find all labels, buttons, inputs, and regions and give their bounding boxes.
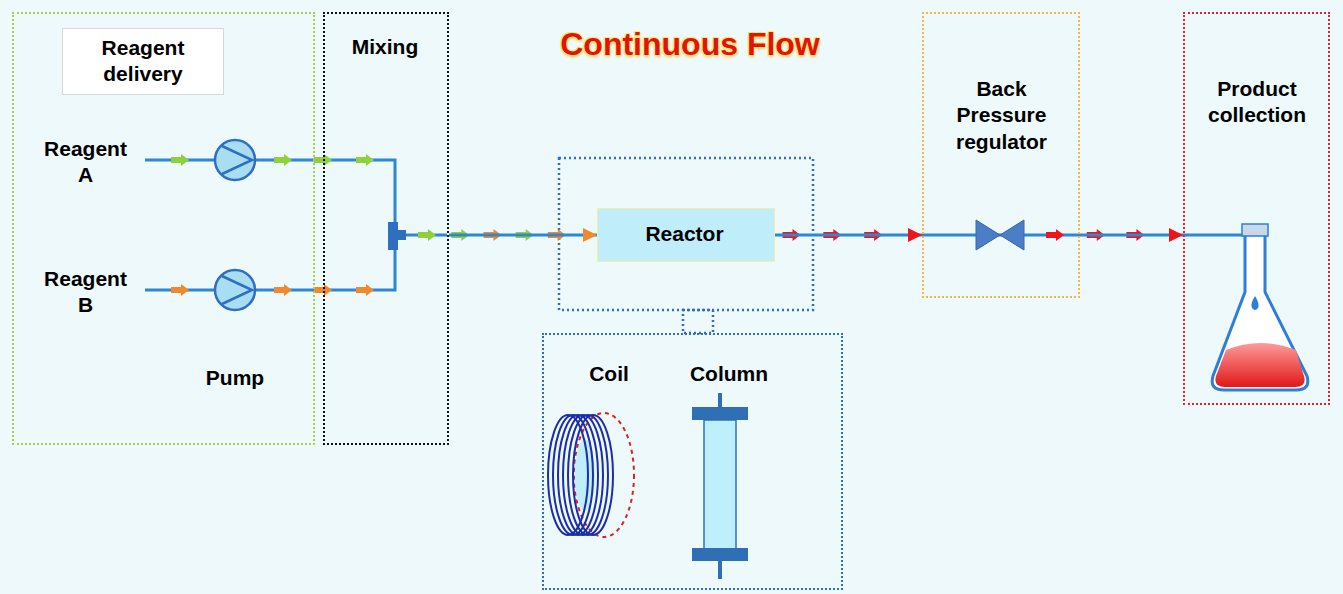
pump-symbol xyxy=(215,270,255,310)
flow-arrow xyxy=(356,154,374,166)
flow-arrow xyxy=(1046,229,1064,241)
pump-label: Pump xyxy=(185,365,285,391)
process-box: Reactor xyxy=(597,208,775,262)
column-illustration xyxy=(692,393,748,579)
diagram-title: Continuous Flow xyxy=(560,26,820,63)
flow-arrow xyxy=(274,284,292,296)
flow-arrow xyxy=(171,154,189,166)
pump-symbol xyxy=(215,140,255,180)
node-text: Product collection xyxy=(1197,76,1317,129)
flow-arrow xyxy=(418,229,436,241)
t-mixer-stub xyxy=(398,230,406,240)
group-box: Product collection xyxy=(1183,12,1330,405)
flask-illustration xyxy=(1212,224,1308,390)
group-box: Mixing xyxy=(323,12,449,445)
coil-illustration xyxy=(548,413,634,537)
reagent-a-line xyxy=(145,160,395,235)
node-text: Reactor xyxy=(598,221,771,247)
group-box: Coil Column xyxy=(542,333,843,590)
reagent-b-line xyxy=(145,235,395,290)
flow-line xyxy=(1080,234,1183,237)
node-text: Column xyxy=(684,361,774,387)
flow-arrow xyxy=(356,284,374,296)
reactor-frame xyxy=(559,158,813,310)
node-text: Coil xyxy=(574,361,644,387)
flow-arrow xyxy=(171,284,189,296)
group-box: Reagent delivery xyxy=(12,12,315,445)
t-mixer xyxy=(388,222,398,250)
node-text: Back Pressure regulator xyxy=(944,76,1059,155)
reagent-label: Reagent A xyxy=(38,136,133,189)
group-box: Back Pressure regulator xyxy=(922,12,1080,298)
flow-arrow xyxy=(274,154,292,166)
coil-winding xyxy=(573,415,613,535)
valve-symbol xyxy=(976,220,1024,250)
node-text: Mixing xyxy=(325,34,445,60)
reagent-label: Reagent B xyxy=(38,266,133,319)
flow-line xyxy=(775,234,922,237)
reactor-link xyxy=(683,310,713,333)
node-text: Reagent delivery xyxy=(62,28,224,95)
flow-line xyxy=(449,234,597,237)
